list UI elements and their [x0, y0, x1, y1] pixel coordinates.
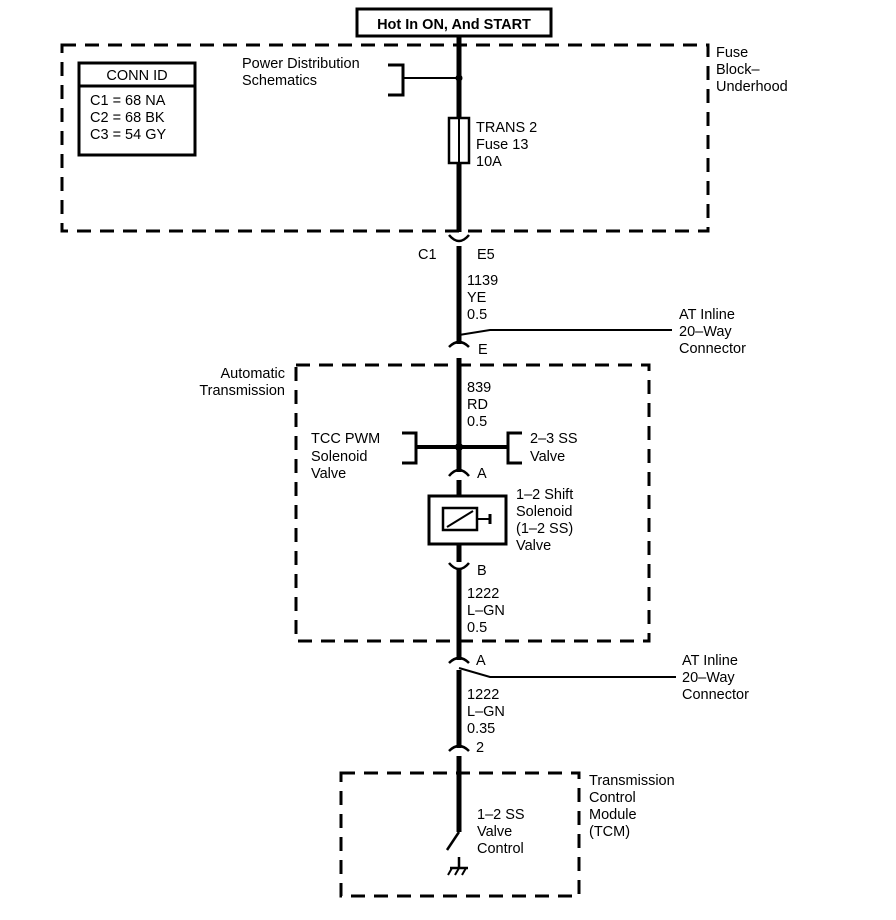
fuse-block-label-2: Block–: [716, 62, 760, 78]
tcm-pin: 2: [476, 740, 484, 756]
fuse-label-1: TRANS 2: [476, 120, 537, 136]
inline-1-label-3: Connector: [679, 341, 746, 357]
tcm-switch-label-1: 1–2 SS: [477, 807, 525, 823]
tcm-label-2: Control: [589, 790, 636, 806]
wire-color: L–GN: [467, 603, 505, 619]
conn-id-table: CONN ID C1 = 68 NA C2 = 68 BK C3 = 54 GY: [77, 61, 197, 157]
fuse-label-3: 10A: [476, 154, 502, 170]
inline-2-label-3: Connector: [682, 687, 749, 703]
solenoid-label-1: 1–2 Shift: [516, 487, 573, 503]
tcm-label-4: (TCM): [589, 824, 630, 840]
wire-gauge: 0.5: [467, 414, 487, 430]
connector-c1-name: C1: [418, 247, 437, 263]
connector-c1-pin: E5: [477, 247, 495, 263]
inline-connector-2: A AT Inline 20–Way Connector: [448, 653, 749, 703]
splice-dot: [455, 443, 463, 451]
ss23-label-1: 2–3 SS: [530, 431, 578, 447]
tcc-label-2: Solenoid: [311, 449, 367, 465]
tcm-label-3: Module: [589, 807, 637, 823]
wire-color: RD: [467, 397, 488, 413]
tcc-label-1: TCC PWM: [311, 431, 380, 447]
inline-1-label-2: 20–Way: [679, 324, 732, 340]
fuse-block-label-3: Underhood: [716, 79, 788, 95]
conn-id-row: C3 = 54 GY: [90, 127, 166, 143]
inline-2-label-2: 20–Way: [682, 670, 735, 686]
fuse-trans2: TRANS 2 Fuse 13 10A: [447, 116, 537, 170]
conn-id-row: C2 = 68 BK: [90, 110, 165, 126]
wire-circuit: 839: [467, 380, 491, 396]
inline-2-label-1: AT Inline: [682, 653, 738, 669]
power-dist-label-2: Schematics: [242, 73, 317, 89]
inline-2-pin: A: [476, 653, 486, 669]
tcc-label-3: Valve: [311, 466, 346, 482]
shift-solenoid-12: [427, 494, 508, 546]
pin-b: B: [477, 563, 487, 579]
conn-id-title: CONN ID: [106, 68, 167, 84]
wire-1139-label: 1139 YE 0.5: [467, 273, 498, 323]
tcm-label-1: Transmission: [589, 773, 675, 789]
connector-c1: C1 E5: [418, 234, 495, 263]
splice-dot: [455, 74, 463, 82]
wire-circuit: 1222: [467, 687, 499, 703]
fuse-label-2: Fuse 13: [476, 137, 528, 153]
tcm-switch-label-3: Control: [477, 841, 524, 857]
wire-gauge: 0.5: [467, 307, 487, 323]
wire-gauge: 0.5: [467, 620, 487, 636]
inline-connector-1: E AT Inline 20–Way Connector: [448, 307, 746, 358]
auto-trans-label-2: Transmission: [199, 383, 285, 399]
transmission-control-module: Transmission Control Module (TCM) 1–2 SS…: [339, 771, 675, 898]
wire-color: L–GN: [467, 704, 505, 720]
switch-to-ground-icon: [445, 831, 468, 876]
inline-1-pin: E: [478, 342, 488, 358]
tcm-connector: 2: [448, 740, 484, 756]
wire-gauge: 0.35: [467, 721, 495, 737]
header-box: Hot In ON, And START: [355, 7, 553, 38]
wire-color: YE: [467, 290, 487, 306]
conn-id-row: C1 = 68 NA: [90, 93, 166, 109]
inline-1-label-1: AT Inline: [679, 307, 735, 323]
solenoid-label-4: Valve: [516, 538, 551, 554]
power-distribution-ref: Power Distribution Schematics: [242, 56, 463, 97]
fuse-block-underhood: Fuse Block– Underhood: [60, 43, 788, 233]
header-title: Hot In ON, And START: [377, 17, 531, 33]
wire-circuit: 1222: [467, 586, 499, 602]
solenoid-label-3: (1–2 SS): [516, 521, 573, 537]
wire-1222b-label: 1222 L–GN 0.35: [467, 687, 505, 737]
tcm-switch-label-2: Valve: [477, 824, 512, 840]
automatic-transmission: Automatic Transmission 839 RD 0.5 TCC PW…: [199, 363, 651, 643]
fuse-block-label-1: Fuse: [716, 45, 748, 61]
solenoid-label-2: Solenoid: [516, 504, 572, 520]
power-dist-label-1: Power Distribution: [242, 56, 360, 72]
auto-trans-label-1: Automatic: [221, 366, 285, 382]
wire-circuit: 1139: [467, 273, 498, 289]
pin-a: A: [477, 466, 487, 482]
ss23-label-2: Valve: [530, 449, 565, 465]
